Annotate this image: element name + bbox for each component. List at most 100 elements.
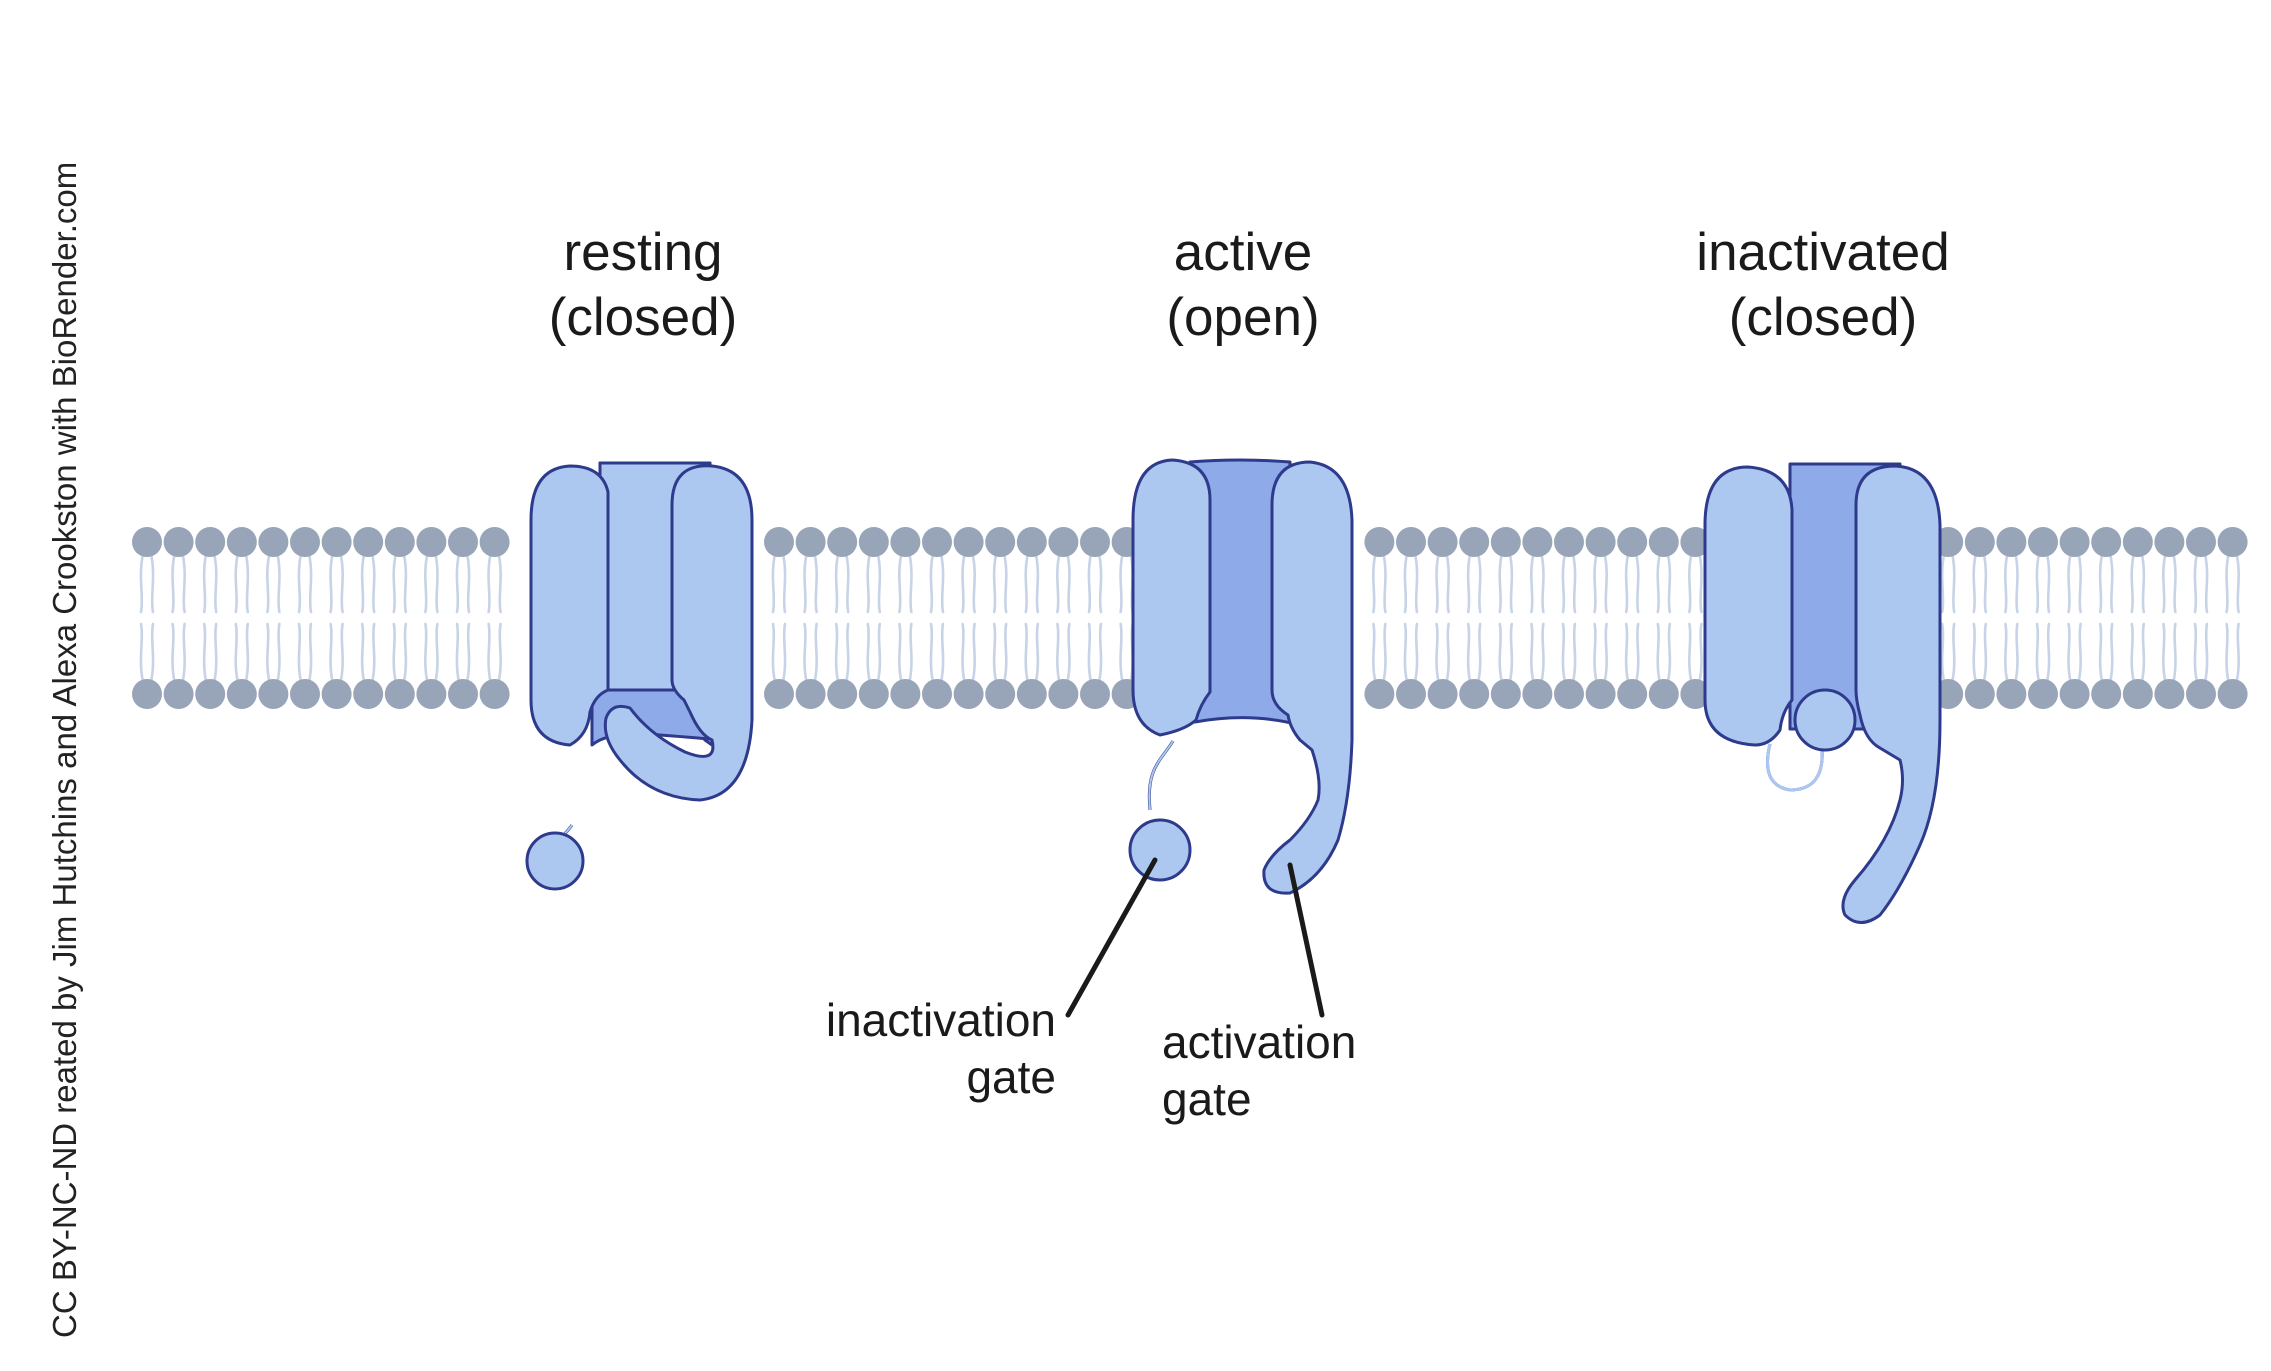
lipid-tail [961, 552, 966, 614]
lipid-head [2217, 679, 2248, 709]
lipid-tail [803, 622, 808, 684]
lipid-tail [455, 622, 461, 684]
lipid-tail [844, 552, 850, 614]
lipid-tail [2235, 552, 2240, 614]
lipid-tail [202, 622, 208, 684]
lipid-tail [2077, 552, 2082, 614]
lipid-tail [2077, 622, 2082, 684]
channel-subunit-left [529, 464, 610, 747]
lipid-tail [266, 552, 271, 614]
lipid-head [416, 679, 447, 709]
state-title-inactivated: inactivated [1696, 223, 1949, 282]
lipid-head [1680, 679, 1711, 709]
lipid-tail [771, 622, 777, 684]
lipid-tail [276, 622, 281, 684]
lipid-head [226, 679, 257, 709]
lipid-head [1459, 679, 1490, 709]
lipid-tail [1435, 552, 1440, 614]
lipid-heads-lower [132, 679, 2248, 709]
lipid-tail [2014, 622, 2019, 684]
lipid-head [2186, 527, 2216, 557]
lipid-tail [1445, 622, 1450, 684]
lipid-tail [866, 622, 872, 684]
lipid-tail [181, 622, 186, 684]
state-subtitle-active: (open) [1166, 288, 1319, 347]
lipid-tail [297, 552, 303, 614]
lipid-tail [1466, 552, 1472, 614]
lipid-tail [181, 552, 186, 614]
lipid-tail [339, 622, 344, 684]
lipid-tail [2203, 622, 2209, 684]
lipid-tail [2225, 622, 2230, 684]
lipid-head [2059, 679, 2090, 709]
lipid-tail [992, 552, 998, 614]
lipid-tail [370, 552, 376, 614]
lipid-tail [908, 552, 913, 614]
lipid-tail [1066, 622, 1071, 684]
inactivation-gate-plug [1793, 688, 1857, 752]
lipid-tail [1634, 622, 1640, 684]
lipid-tail [844, 622, 850, 684]
lipid-tail [1940, 552, 1946, 614]
activation-gate-inactivated [1841, 464, 1942, 924]
lipid-tail [1002, 622, 1008, 684]
channel-subunit-left-active [1131, 458, 1212, 737]
lipid-tail [1413, 552, 1419, 614]
inactivation-gate-ball-active [1128, 818, 1192, 882]
lipid-tail [1950, 552, 1956, 614]
lipid-tail [971, 552, 976, 614]
lipid-head [985, 527, 1016, 557]
lipid-tail [1561, 552, 1567, 614]
lipid-tail [929, 552, 935, 614]
lipid-tail [1498, 622, 1504, 684]
lipid-head [1080, 679, 1110, 709]
lipid-tail [1034, 622, 1040, 684]
lipid-tail [1498, 552, 1504, 614]
lipid-tail [813, 552, 818, 614]
state-subtitle-inactivated: (closed) [1729, 288, 1918, 347]
lipid-tail [803, 552, 808, 614]
lipid-head [2028, 679, 2058, 709]
lipid-head [1680, 527, 1711, 557]
inactivation-gate-ball [525, 831, 585, 891]
lipid-tail [1698, 622, 1703, 684]
lipid-tail [992, 622, 998, 684]
lipid-tail [1624, 552, 1630, 614]
lipid-head [1522, 679, 1553, 709]
state-subtitle-resting: (closed) [549, 288, 738, 347]
lipid-tail [1530, 622, 1535, 684]
lipid-head [1648, 679, 1679, 709]
channel-inactivated [1703, 462, 1942, 924]
lipid-tail [360, 622, 366, 684]
lipid-tail [1097, 622, 1103, 684]
lipid-tail [834, 622, 840, 684]
lipid-tail [2225, 552, 2230, 614]
lipid-tail [1087, 622, 1093, 684]
lipid-tail [939, 552, 945, 614]
lipid-tail [307, 552, 313, 614]
lipid-head [321, 679, 352, 709]
lipid-tail [2108, 552, 2114, 614]
credit-text: CC BY-NC-ND reated by Jim Hutchins and A… [46, 162, 83, 1338]
lipid-tail [1403, 552, 1409, 614]
lipid-head [827, 527, 858, 557]
lipid-tail [2045, 552, 2051, 614]
lipid-head [1016, 527, 1047, 557]
lipid-tail [1403, 622, 1409, 684]
inactivation-gate-label-line1: inactivation [826, 994, 1056, 1046]
lipid-head [2059, 527, 2090, 557]
lipid-head [2186, 679, 2216, 709]
lipid-tail [1002, 552, 1008, 614]
lipid-tail [1540, 622, 1545, 684]
lipid-tail [1603, 552, 1608, 614]
lipid-tail [2035, 622, 2041, 684]
lipid-tail [2193, 552, 2199, 614]
lipid-head [1554, 527, 1584, 557]
lipid-tail [171, 622, 176, 684]
lipid-tail [1571, 552, 1577, 614]
lipid-tail [1119, 622, 1124, 684]
lipid-head [1427, 527, 1458, 557]
lipid-head [163, 527, 194, 557]
lipid-tail [1097, 552, 1103, 614]
lipid-tail [392, 622, 398, 684]
